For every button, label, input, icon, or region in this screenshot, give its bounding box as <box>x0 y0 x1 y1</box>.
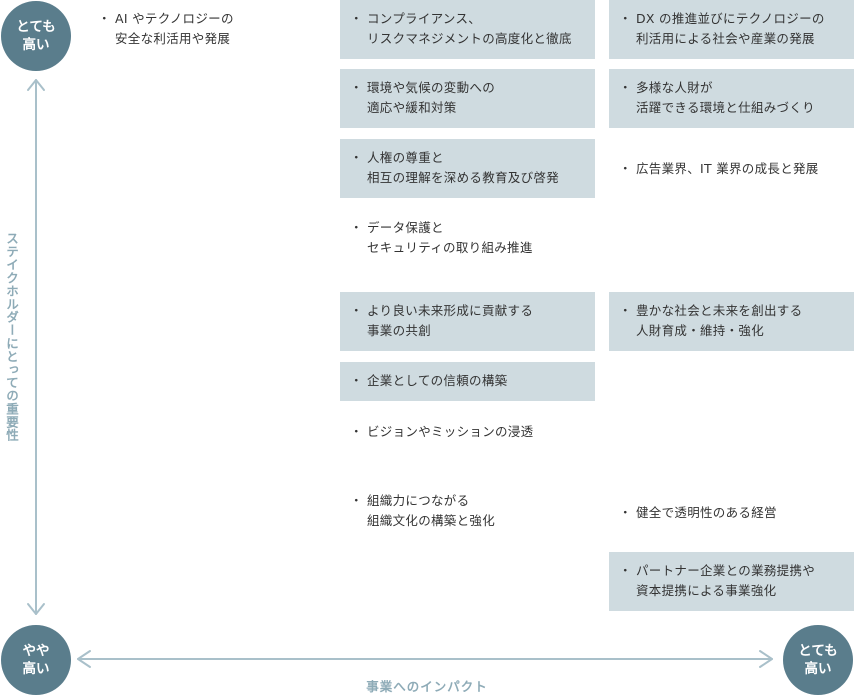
horizontal-axis-arrowhead-left <box>77 650 91 668</box>
item-co-creation: より良い未来形成に貢献する 事業の共創 <box>340 292 595 351</box>
top-circle-line2: 高い <box>22 37 50 53</box>
item-environment: 環境や気候の変動への 適応や緩和対策 <box>340 69 595 128</box>
item-governance: 健全で透明性のある経営 <box>609 494 854 533</box>
horizontal-axis-arrowhead-right <box>759 650 773 668</box>
item-human-rights: 人権の尊重と 相互の理解を深める教育及び啓発 <box>340 139 595 198</box>
bottom-left-circle-line1: やや <box>22 643 50 659</box>
item-talent-dev: 豊かな社会と未来を創出する 人財育成・維持・強化 <box>609 292 854 351</box>
item-data-protection: データ保護と セキュリティの取り組み推進 <box>340 209 595 268</box>
item-trust: 企業としての信頼の構築 <box>340 362 595 401</box>
bottom-left-circle: やや 高い <box>1 625 71 695</box>
vertical-axis-label: ステイクホルダーにとっての重要性 <box>4 232 19 442</box>
top-high-circle: とても 高い <box>1 1 71 71</box>
bottom-left-circle-line2: 高い <box>22 661 50 677</box>
horizontal-axis-label: 事業へのインパクト <box>366 679 488 694</box>
item-ai: AI やテクノロジーの 安全な利活用や発展 <box>88 0 328 48</box>
item-partnership: パートナー企業との業務提携や 資本提携による事業強化 <box>609 552 854 611</box>
item-vision: ビジョンやミッションの浸透 <box>340 413 595 452</box>
right-circle-line1: とても <box>798 643 838 659</box>
vertical-axis-arrowhead-bottom <box>27 603 45 615</box>
item-org-strength: 組織力につながる 組織文化の構築と強化 <box>340 482 595 541</box>
item-compliance: コンプライアンス、 リスクマネジメントの高度化と徹底 <box>340 0 595 59</box>
item-diverse-talent: 多様な人財が 活躍できる環境と仕組みづくり <box>609 69 854 128</box>
top-circle-line1: とても <box>16 19 56 35</box>
item-dx: DX の推進並びにテクノロジーの 利活用による社会や産業の発展 <box>609 0 854 59</box>
item-ad-industry: 広告業界、IT 業界の成長と発展 <box>609 150 854 189</box>
right-high-circle: とても 高い <box>783 625 853 695</box>
right-circle-line2: 高い <box>804 661 832 677</box>
vertical-axis-arrowhead-top <box>27 79 45 91</box>
